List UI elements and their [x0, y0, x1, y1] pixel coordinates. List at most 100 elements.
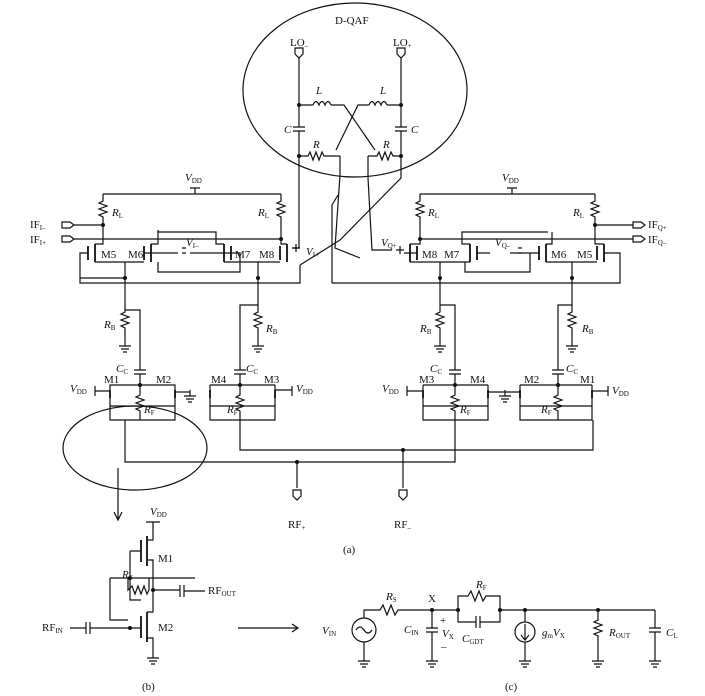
- inductor-right: [368, 100, 388, 107]
- svg-text:CC: CC: [566, 363, 578, 376]
- svg-text:+: +: [440, 615, 446, 627]
- svg-text:gmVX: gmVX: [542, 627, 565, 640]
- v-q-minus-label: VQ–: [495, 237, 511, 250]
- m8-right: M8: [422, 249, 438, 261]
- rl-left-2: [275, 194, 287, 226]
- svg-text:VIN: VIN: [322, 625, 336, 638]
- resistor-left-label: R: [312, 139, 320, 151]
- if-q-plus-port: IFQ+: [595, 219, 667, 232]
- if-q-minus-port: IFQ–: [419, 226, 667, 247]
- capacitor-right: [395, 105, 407, 156]
- resistor-right: [368, 150, 401, 162]
- m3-left: M3: [264, 374, 280, 386]
- svg-text:RF: RF: [475, 579, 487, 592]
- svg-text:RF–: RF–: [394, 519, 411, 532]
- m5-right: M5: [577, 249, 593, 261]
- svg-text:RB: RB: [103, 319, 116, 332]
- svg-text:RF: RF: [540, 404, 552, 417]
- svg-text:RL: RL: [427, 207, 439, 220]
- panel-a-caption: (a): [343, 544, 356, 556]
- svg-text:RF: RF: [121, 569, 133, 582]
- v-q-plus-label: VQ+: [381, 237, 397, 250]
- m1-right: M1: [580, 374, 595, 386]
- panel-c-caption: (c): [505, 681, 518, 693]
- inductor-left-label: L: [315, 85, 322, 97]
- m3-right: M3: [419, 374, 435, 386]
- m4-left: M4: [211, 374, 227, 386]
- svg-text:RL: RL: [572, 207, 584, 220]
- svg-text:IFI+: IFI+: [30, 234, 46, 247]
- panel-c-circuit: VIN RS X CIN + VX – RF CGDT gmVX ROUT: [322, 579, 678, 668]
- svg-text:RS: RS: [385, 591, 397, 604]
- m6-left: M6: [128, 249, 144, 261]
- dqaf-label: D-QAF: [335, 15, 369, 27]
- svg-text:IFQ+: IFQ+: [648, 219, 667, 232]
- m1-left: M1: [104, 374, 119, 386]
- svg-text:VX: VX: [442, 628, 454, 641]
- svg-text:RB: RB: [265, 323, 278, 336]
- rb-3: RB: [419, 278, 447, 353]
- svg-text:RF: RF: [459, 404, 471, 417]
- svg-text:IFQ–: IFQ–: [648, 234, 667, 247]
- svg-text:RL: RL: [257, 207, 269, 220]
- svg-text:ROUT: ROUT: [608, 627, 631, 640]
- svg-text:RFIN: RFIN: [42, 622, 63, 635]
- if-i-minus-port: IFI–: [30, 219, 103, 232]
- panel-b-caption: (b): [142, 681, 155, 693]
- v-i-plus-label: VI+: [306, 246, 319, 259]
- svg-text:RF: RF: [143, 404, 155, 417]
- rb-2: RB: [251, 278, 278, 353]
- rb-4: RB: [565, 278, 594, 353]
- svg-text:CC: CC: [430, 363, 442, 376]
- m2-right: M2: [524, 374, 539, 386]
- vdd-left-label: VDD: [185, 172, 202, 185]
- svg-text:RB: RB: [419, 323, 432, 336]
- lo-minus-port: LO–: [290, 37, 309, 59]
- vdd-lna-1: VDD: [70, 383, 87, 396]
- svg-text:RF: RF: [226, 404, 238, 417]
- svg-text:RFOUT: RFOUT: [208, 585, 237, 598]
- capacitor-left-label: C: [284, 124, 292, 136]
- v-i-minus-label: VI–: [186, 237, 199, 250]
- zoom-ellipse: [62, 405, 208, 491]
- svg-text:X: X: [428, 593, 436, 605]
- vdd-right-label: VDD: [502, 172, 519, 185]
- rl-right-1: [414, 194, 426, 226]
- svg-text:–: –: [440, 641, 447, 653]
- resistor-left: [299, 150, 340, 162]
- rf-plus-port: RF+: [288, 489, 305, 532]
- svg-text:LO–: LO–: [290, 37, 309, 50]
- svg-text:VDD: VDD: [612, 385, 629, 398]
- m7-right: M7: [444, 249, 460, 261]
- svg-text:CC: CC: [246, 363, 258, 376]
- rl-right-2: [589, 194, 601, 226]
- m7-left: M7: [235, 249, 251, 261]
- svg-text:VDD: VDD: [382, 383, 399, 396]
- svg-text:CC: CC: [116, 363, 128, 376]
- capacitor-right-label: C: [411, 124, 419, 136]
- resistor-right-label: R: [382, 139, 390, 151]
- m4-right: M4: [470, 374, 486, 386]
- rl-left-1: [97, 194, 109, 226]
- inductor-right-label: L: [379, 85, 386, 97]
- svg-text:CGDT: CGDT: [462, 633, 484, 646]
- inductor-left: [312, 100, 332, 107]
- svg-text:VDD: VDD: [150, 506, 167, 519]
- svg-text:M1: M1: [158, 553, 173, 565]
- svg-text:RF+: RF+: [288, 519, 305, 532]
- rf-minus-port: RF–: [394, 489, 411, 532]
- svg-text:RL: RL: [111, 207, 123, 220]
- svg-text:IFI–: IFI–: [30, 219, 46, 232]
- m8-left: M8: [259, 249, 275, 261]
- m2-left: M2: [156, 374, 171, 386]
- capacitor-left: [293, 105, 305, 156]
- svg-text:RB: RB: [581, 323, 594, 336]
- dqaf-ellipse: [242, 2, 468, 178]
- svg-text:VDD: VDD: [296, 383, 313, 396]
- m6-right: M6: [551, 249, 567, 261]
- svg-text:CIN: CIN: [404, 624, 419, 637]
- lo-plus-port: LO+: [393, 37, 412, 59]
- m5-left: M5: [101, 249, 117, 261]
